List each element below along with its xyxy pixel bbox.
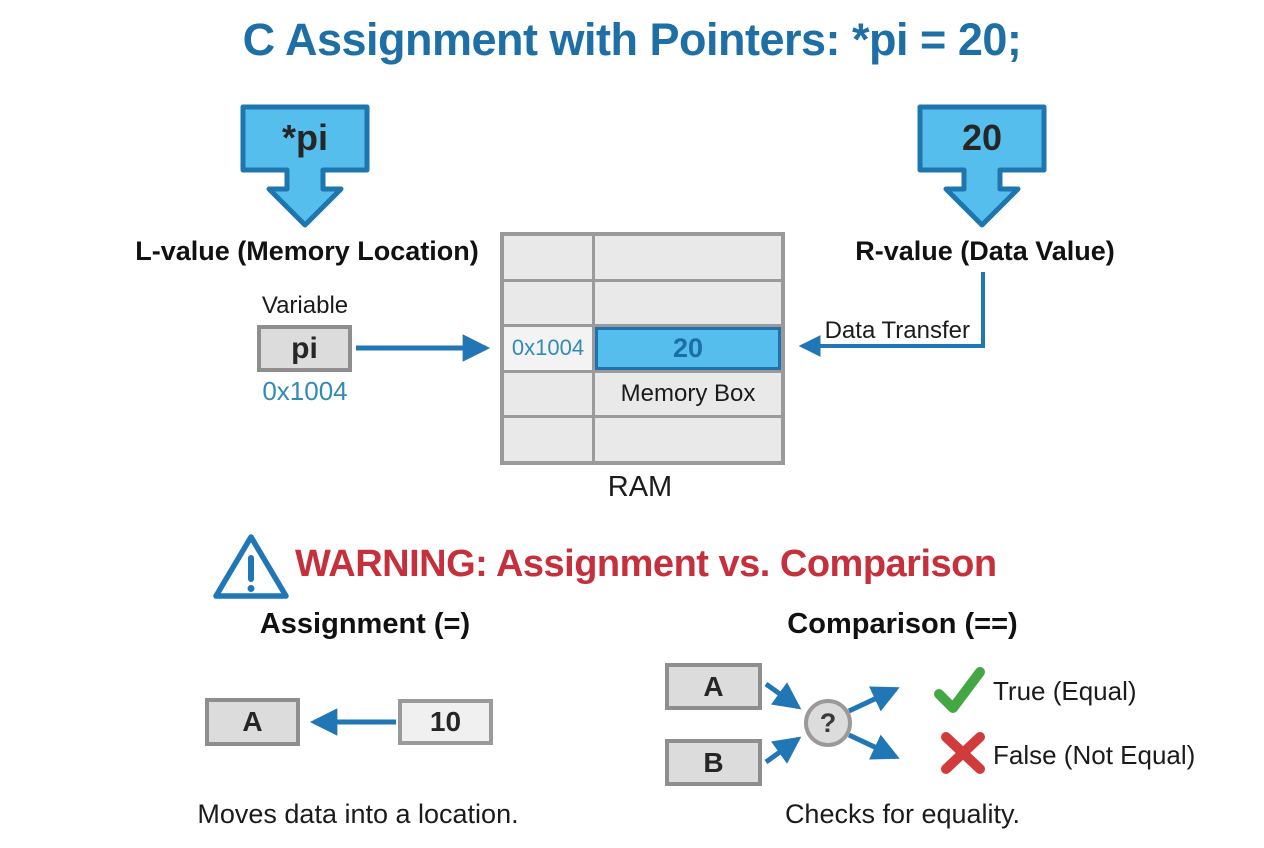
pointer-callout-right-label: 20 [961, 117, 1003, 158]
ram-cell-empty [504, 281, 592, 325]
page-title: C Assignment with Pointers: *pi = 20; [242, 14, 1022, 65]
ram-cell-value: 20 [595, 327, 781, 370]
variable-box: pi [257, 325, 352, 372]
ram-cell-memory-box: Memory Box [595, 372, 781, 416]
rvalue-label: R-value (Data Value) [855, 236, 1115, 266]
ram-cell-empty [504, 418, 592, 461]
assignment-value-box: 10 [398, 699, 493, 745]
comparison-operator: ? [819, 707, 837, 738]
comparison-caption: Checks for equality. [784, 799, 1021, 829]
check-icon [934, 667, 985, 713]
warning-heading: WARNING: Assignment vs. Comparison [295, 543, 997, 585]
assignment-heading: Assignment (=) [259, 608, 471, 640]
ram-cell-empty [504, 372, 592, 416]
data-transfer-label: Data Transfer [824, 317, 970, 344]
ram-cell-empty [595, 236, 781, 279]
comparison-arrow-true [847, 686, 900, 714]
variable-address: 0x1004 [262, 376, 348, 406]
comparison-arrow-false [847, 732, 900, 760]
comparison-heading: Comparison (==) [787, 608, 1018, 640]
comparison-operand-a-box: A [665, 663, 762, 710]
ram-cell-address: 0x1004 [504, 327, 592, 370]
ram-cell-empty [595, 281, 781, 325]
assignment-caption: Moves data into a location. [197, 799, 519, 829]
assignment-target-box: A [205, 698, 300, 746]
comparison-arrow-a [764, 681, 802, 710]
comparison-operand-b-box: B [665, 739, 762, 786]
warning-icon [213, 534, 289, 599]
ram-cell-empty [504, 236, 592, 279]
variable-caption: Variable [261, 292, 349, 319]
comparison-arrow-b [764, 736, 802, 765]
ram-label: RAM [607, 471, 673, 503]
x-icon [941, 732, 985, 774]
ram-table: 0x1004 20 Memory Box [500, 232, 785, 465]
false-result-label: False (Not Equal) [993, 740, 1196, 770]
true-result-label: True (Equal) [993, 676, 1137, 706]
lvalue-label: L-value (Memory Location) [135, 236, 479, 266]
ram-cell-empty [595, 418, 781, 461]
pointer-callout-left-label: *pi [281, 117, 328, 158]
